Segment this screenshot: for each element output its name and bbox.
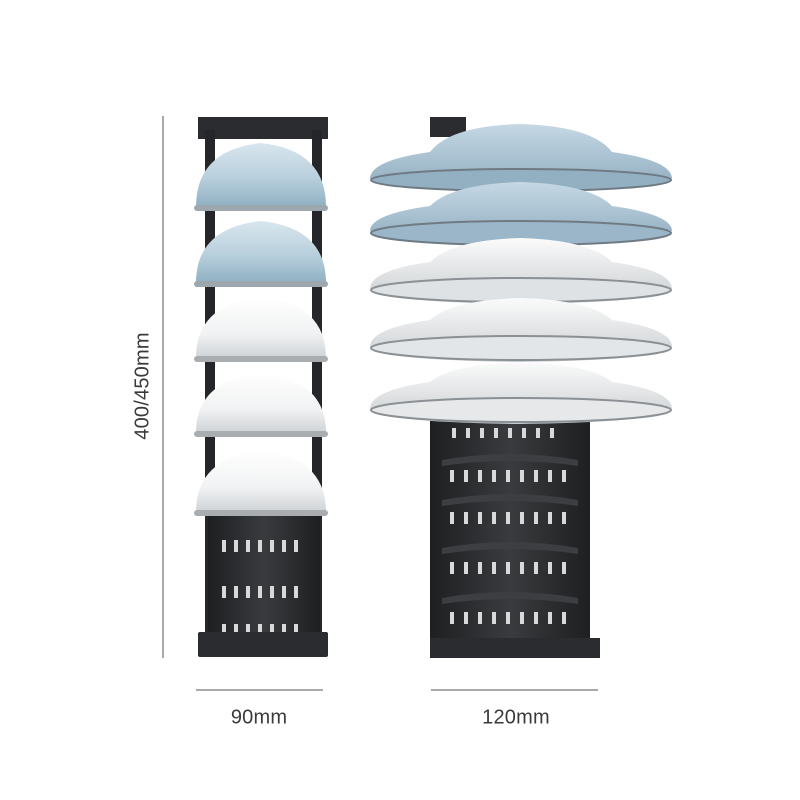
narrow-rack-lower-body	[208, 515, 320, 635]
plate	[370, 238, 672, 304]
bowl	[194, 373, 328, 437]
narrow-rack-base	[198, 632, 328, 657]
narrow-width-label: 90mm	[230, 706, 288, 729]
bowl	[194, 450, 328, 516]
bowl	[194, 221, 328, 287]
wide-rack-base	[430, 638, 600, 658]
narrow-rack-top-cap	[198, 117, 328, 139]
narrow-rack-right-rail	[312, 130, 322, 650]
narrow-rack-slots	[222, 540, 298, 636]
narrow-rack-left-rail	[205, 130, 215, 650]
wide-rack-slots	[450, 428, 566, 624]
plate	[370, 362, 672, 424]
plate	[370, 124, 672, 192]
wide-width-label: 120mm	[482, 706, 550, 729]
bowl	[194, 143, 328, 211]
wide-rack-dividers	[442, 454, 578, 604]
plate	[370, 298, 672, 362]
wide-rack	[370, 117, 672, 658]
bowl	[194, 297, 328, 362]
narrow-rack	[194, 117, 328, 657]
wide-rack-top-cap	[430, 117, 466, 137]
plate	[370, 182, 672, 246]
height-dimension-label: 400/450mm	[131, 332, 154, 440]
